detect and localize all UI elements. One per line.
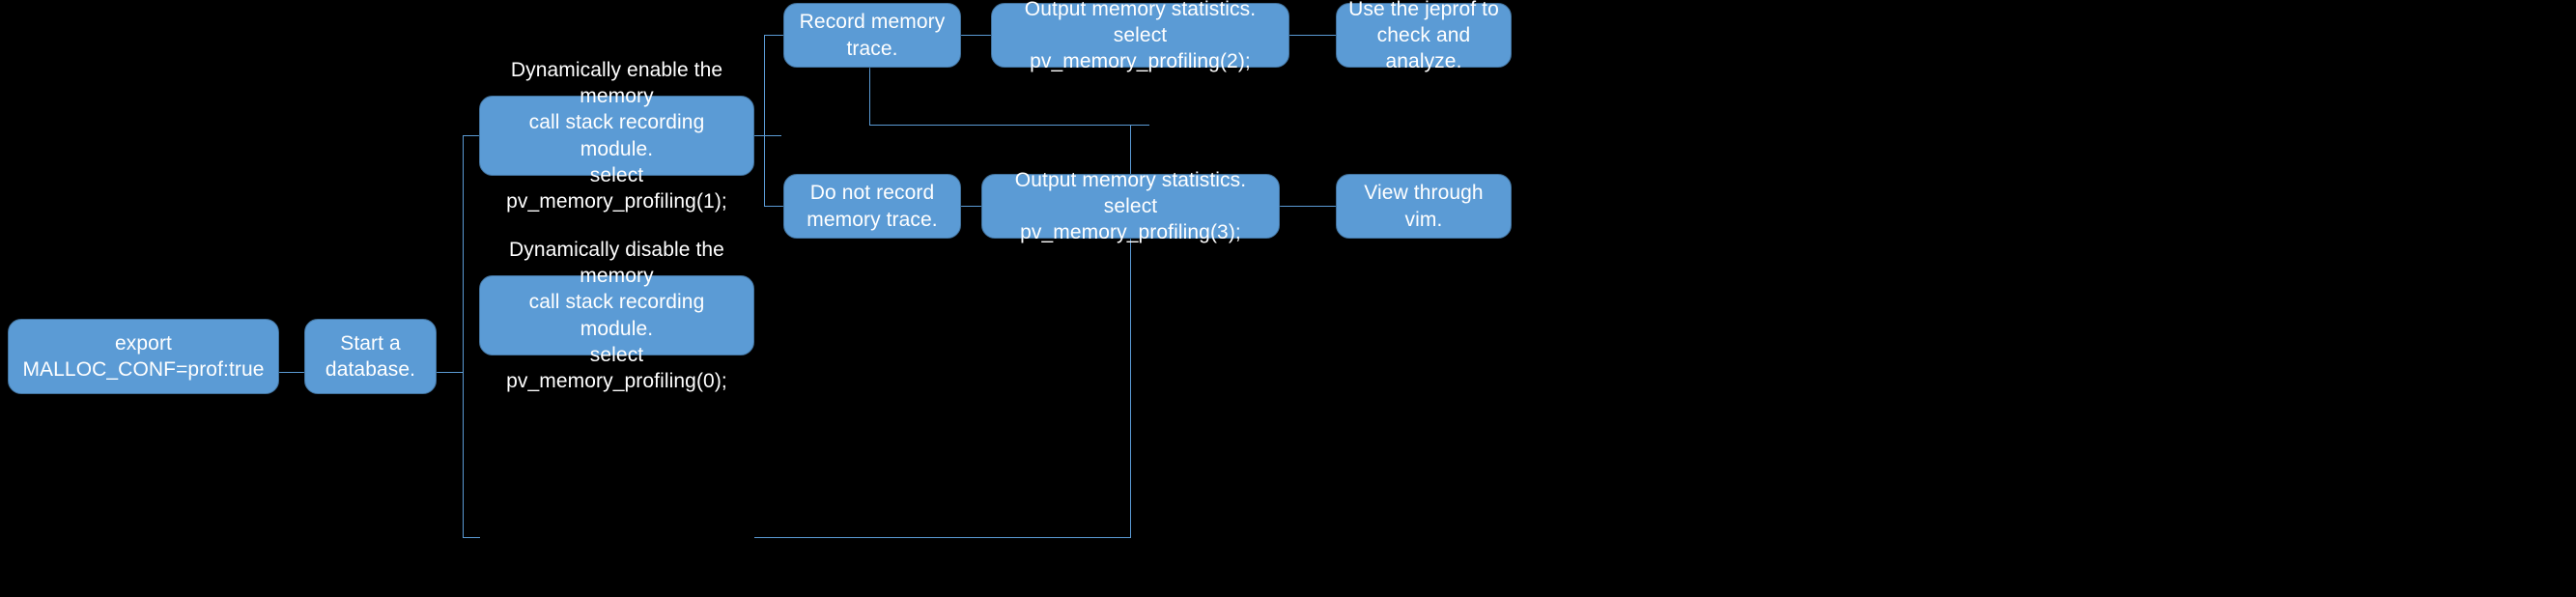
node-output-stats-3[interactable]: Output memory statistics. select pv_memo…: [981, 169, 1280, 243]
node-label: Output memory statistics. select pv_memo…: [1024, 0, 1257, 73]
node-start-database[interactable]: Start a database.: [304, 319, 437, 394]
node-do-not-record-memory-trace[interactable]: Do not record memory trace.: [783, 174, 961, 239]
connector-trunk-vertical-2: [764, 35, 765, 206]
connector-trunk-to-disable: [463, 537, 480, 538]
node-label: Record memory trace.: [799, 11, 946, 60]
node-label: Output memory statistics. select pv_memo…: [1014, 168, 1247, 244]
connector-trunk-to-do-not-record: [764, 206, 784, 207]
connector-disable-across: [754, 537, 1131, 538]
connector-do-not-record-to-output3: [961, 206, 982, 207]
node-record-memory-trace[interactable]: Record memory trace.: [783, 3, 961, 68]
node-label: Dynamically disable the memory call stac…: [506, 238, 727, 393]
connector-output3-to-vim: [1280, 206, 1337, 207]
node-label: export MALLOC_CONF=prof:true: [22, 331, 265, 381]
node-view-through-vim[interactable]: View through vim.: [1336, 174, 1512, 239]
connector-record-to-output2: [961, 35, 992, 36]
node-disable-profiling[interactable]: Dynamically disable the memory call stac…: [479, 239, 754, 392]
node-enable-profiling[interactable]: Dynamically enable the memory call stack…: [479, 59, 754, 213]
connector-start-to-trunk: [437, 372, 463, 373]
connector-trunk-vertical-1: [463, 135, 464, 538]
node-label: Start a database.: [325, 331, 416, 381]
node-label: Do not record memory trace.: [807, 182, 938, 231]
connector-record-down: [869, 68, 870, 125]
connector-record-across: [869, 125, 1149, 126]
node-export-malloc-conf[interactable]: export MALLOC_CONF=prof:true: [8, 319, 279, 394]
node-label: Dynamically enable the memory call stack…: [506, 58, 727, 213]
connector-disable-up-to-output3: [1130, 239, 1131, 538]
node-label: View through vim.: [1364, 182, 1484, 231]
connector-enable-to-trunk: [754, 135, 781, 136]
node-label: Use the jeprof to check and analyze.: [1348, 0, 1499, 73]
connector-record-into-output3: [1130, 125, 1131, 207]
node-use-jeprof[interactable]: Use the jeprof to check and analyze.: [1336, 0, 1512, 72]
node-output-stats-2[interactable]: Output memory statistics. select pv_memo…: [991, 0, 1289, 72]
connector-trunk-to-enable: [463, 135, 480, 136]
connector-export-to-start: [279, 372, 305, 373]
connector-trunk-to-record: [764, 35, 784, 36]
connector-output2-to-jeprof: [1289, 35, 1337, 36]
